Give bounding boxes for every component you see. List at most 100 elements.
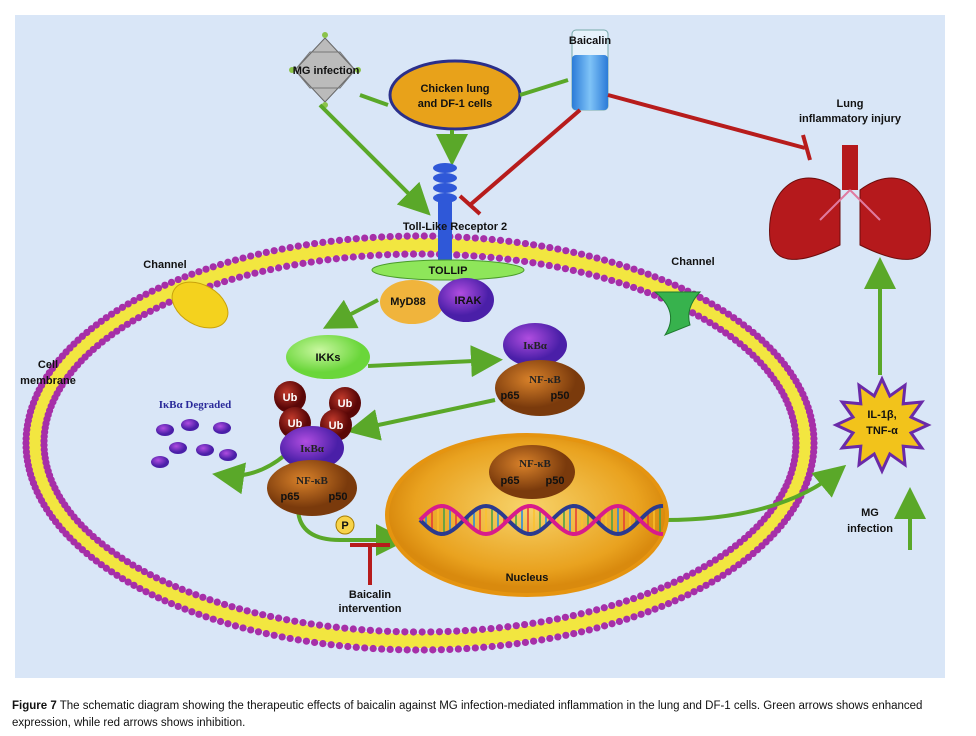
lipid-head <box>513 238 521 246</box>
lipid-head <box>487 625 495 633</box>
lipid-head <box>235 273 244 281</box>
lipid-head <box>716 552 725 561</box>
tlr2-receptor-icon <box>433 163 457 260</box>
lipid-head <box>521 638 530 647</box>
degraded-fragments <box>151 419 237 468</box>
lipid-head <box>259 267 267 275</box>
lipid-head <box>637 268 645 276</box>
lipid-head <box>470 252 478 260</box>
lipid-head <box>504 623 512 631</box>
lipid-head <box>470 626 478 634</box>
lipid-head <box>159 301 167 309</box>
inhibition-bar <box>801 134 812 161</box>
nfkb-nuclear <box>489 445 575 499</box>
lipid-head <box>569 611 577 620</box>
baicalin-label: Baicalin <box>569 35 611 47</box>
lipid-head <box>593 254 601 262</box>
lipid-head <box>216 260 225 269</box>
lipid-head <box>553 263 561 271</box>
lipid-head <box>690 588 698 596</box>
p50-label: p50 <box>329 491 348 503</box>
lipid-head <box>366 252 374 260</box>
lipid-head <box>243 271 251 279</box>
lipid-head <box>730 314 738 322</box>
lipid-head <box>615 599 623 607</box>
baicalin-intervention-label: Baicalin <box>349 589 391 601</box>
lipid-head <box>251 269 259 277</box>
lipid-head <box>569 266 577 275</box>
cytokines-label-2: TNF-α <box>866 425 898 437</box>
lipid-head <box>224 258 232 266</box>
lipid-head <box>195 268 203 276</box>
lipid-head <box>315 621 324 629</box>
lipid-head <box>722 329 730 337</box>
lipid-head <box>349 625 357 633</box>
lipid-head <box>310 638 319 647</box>
lipid-head <box>512 256 520 264</box>
lipid-head <box>671 281 679 289</box>
lipid-head <box>719 307 727 315</box>
lipid-head <box>644 589 652 598</box>
lipid-head <box>130 581 138 589</box>
lipid-head <box>352 643 360 651</box>
lipid-head <box>332 623 340 631</box>
irak-node <box>438 278 494 322</box>
lipid-head <box>644 288 652 297</box>
phosphate-label: P <box>341 520 348 532</box>
lipid-head <box>97 317 105 325</box>
lipid-head <box>165 580 173 588</box>
lipid-head <box>570 248 578 257</box>
lipid-head <box>538 636 546 644</box>
p50-label: p50 <box>546 475 565 487</box>
lipid-head <box>585 270 593 278</box>
lipid-head <box>711 556 719 564</box>
lipid-head <box>107 568 116 576</box>
lipid-head <box>392 628 400 636</box>
lipid-head <box>684 591 692 599</box>
lipid-head <box>716 325 725 334</box>
lipid-head <box>446 645 454 654</box>
lipid-head <box>239 254 247 262</box>
lipid-head <box>118 303 127 311</box>
lipid-head <box>159 577 167 585</box>
lipid-head <box>235 605 244 613</box>
lipid-head <box>637 286 645 294</box>
ub-label: Ub <box>329 420 344 432</box>
lipid-head <box>188 608 196 616</box>
lipid-head <box>124 578 132 586</box>
lipid-head <box>454 645 462 653</box>
lipid-head <box>600 274 608 282</box>
lipid-head <box>600 256 609 264</box>
lipid-head <box>286 243 294 252</box>
lipid-head <box>651 273 659 281</box>
lipid-head <box>123 320 131 328</box>
lipid-head <box>600 622 609 630</box>
lipid-head <box>118 554 126 562</box>
lipid-head <box>165 298 173 306</box>
cell-membrane-label-2: membrane <box>20 375 76 387</box>
p50-label: p50 <box>551 390 570 402</box>
lipid-head <box>202 613 210 621</box>
lipid-head <box>696 293 704 302</box>
lipid-head <box>453 627 461 635</box>
lipid-head <box>152 304 161 312</box>
lipid-head <box>650 587 659 595</box>
lipid-head <box>161 597 169 605</box>
lipid-head <box>553 615 561 623</box>
lipid-head <box>403 232 411 240</box>
lipid-head <box>792 435 800 443</box>
lipid-head <box>708 300 716 308</box>
lipid-head <box>409 628 418 636</box>
lipid-head <box>463 644 471 653</box>
lipid-head <box>461 627 469 635</box>
figure-caption: Figure 7 The schematic diagram showing t… <box>12 698 962 732</box>
lipid-head <box>694 566 703 574</box>
lipid-head <box>412 646 420 654</box>
lipid-head <box>412 232 420 240</box>
activation-arrow <box>322 298 379 329</box>
lipid-head <box>487 253 495 261</box>
lipid-head <box>623 615 631 623</box>
tollip-label: TOLLIP <box>429 265 468 277</box>
lipid-head <box>231 622 240 630</box>
lipid-head <box>495 254 504 262</box>
